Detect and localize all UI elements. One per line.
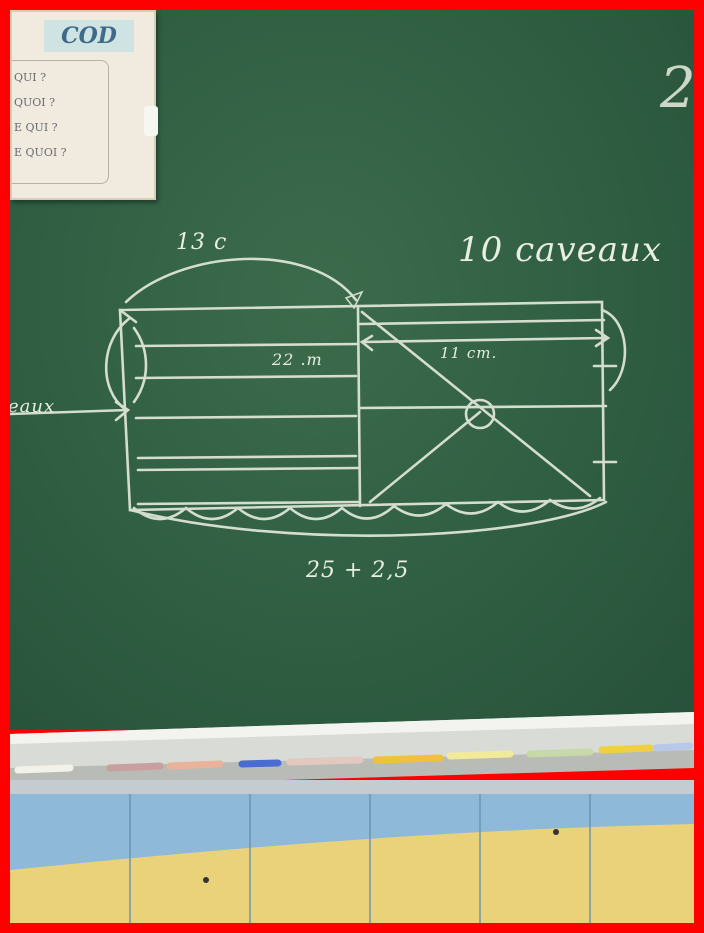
poster-title: COD [44, 20, 134, 52]
label-22m: 22 .m [272, 350, 323, 369]
classroom-wall [10, 780, 694, 923]
tape-piece [144, 106, 158, 136]
poster-line: E QUI ? [14, 121, 58, 134]
label-11cm: 11 cm. [440, 344, 498, 362]
poster-line: E QUOI ? [14, 146, 67, 159]
label-left: eaux [8, 396, 56, 417]
label-top-arc: 13 c [176, 230, 228, 255]
chalkboard: COD QUI ? QUOI ? E QUI ? E QUOI ? [10, 10, 694, 730]
label-bottom: 25 + 2,5 [306, 558, 410, 583]
chalk-pieces [14, 742, 694, 774]
corner-digit: 2 [660, 56, 697, 121]
cod-poster: COD QUI ? QUOI ? E QUI ? E QUOI ? [10, 10, 156, 200]
poster-question-list: QUI ? QUOI ? E QUI ? E QUOI ? [12, 60, 109, 184]
chalk-tray [10, 712, 694, 788]
poster-line: QUOI ? [14, 96, 56, 109]
label-caveaux: 10 caveaux [458, 230, 663, 270]
chalk-drawing [10, 257, 627, 537]
poster-line: QUI ? [14, 71, 47, 84]
